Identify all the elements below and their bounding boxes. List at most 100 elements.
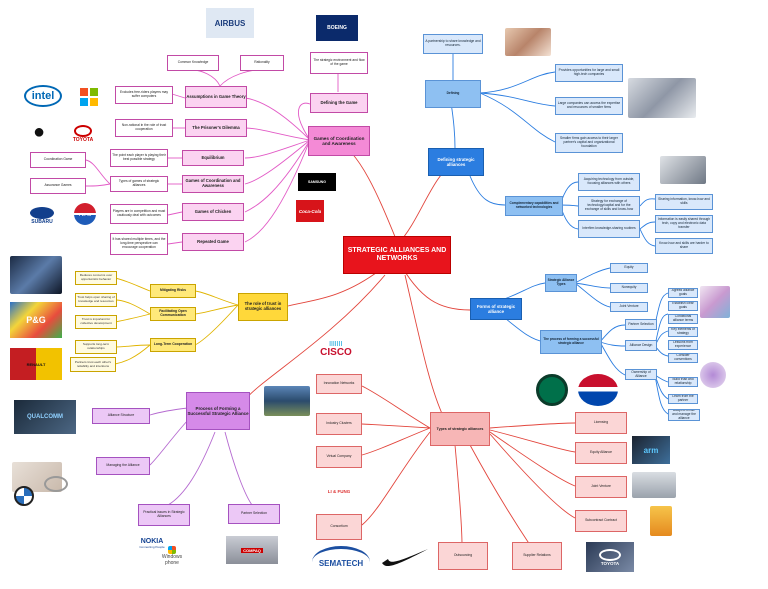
hands-stack-photo [505, 28, 551, 56]
sematech-logo: SEMATECH [312, 546, 370, 578]
substep-5: Lessons from experience [668, 340, 698, 350]
mitigating-risks-node[interactable]: Mitigating Risks [150, 284, 196, 298]
phone-photo [10, 256, 62, 294]
cocacola-logo-text: Coca-Cola [298, 208, 322, 214]
defining-bullet-2: Large companies can access the expertise… [555, 97, 623, 115]
alliance-structure-node[interactable]: Alliance Structure [92, 408, 150, 424]
trust-node[interactable]: The role of trust in strategic alliances [238, 293, 288, 321]
equity-alliance-node[interactable]: Equity Alliance [575, 442, 627, 464]
partner-selection-step[interactable]: Partner Selection [625, 319, 657, 330]
central-topic[interactable]: STRATEGIC ALLIANCES AND NETWORKS [343, 236, 451, 274]
innovation-networks-node[interactable]: Innovation Networks [316, 374, 362, 394]
virtual-company-node[interactable]: Virtual Company [316, 446, 362, 468]
forms-of-alliance-node[interactable]: Forms of strategic alliance [470, 298, 522, 320]
games-of-chicken-node[interactable]: Games of Chicken [182, 203, 244, 221]
facilitating-note-2: Trust is important for collective develo… [75, 315, 117, 329]
toyota-bottom-text: TOYOTA [600, 560, 620, 566]
defining-the-game-node[interactable]: Defining the Game [310, 93, 368, 113]
substep-4: Key elements of strategy [668, 327, 698, 337]
gca-node[interactable]: Games of Coordination and Awareness [182, 175, 244, 193]
type-joint-venture[interactable]: Joint Venture [610, 302, 648, 312]
substep-9: Adapt to revise and manage the alliance [668, 409, 700, 421]
defining-bullet-1: Provides opportunities for large and sma… [555, 64, 623, 82]
car-photo [632, 472, 676, 498]
rationality-node[interactable]: Rationality [240, 55, 284, 71]
substep-1: Agreed alliance goals [668, 288, 698, 298]
qualcomm-logo-text: QUALCOMM [27, 414, 63, 420]
substep-6: Consider conventions [668, 353, 698, 363]
samsung-logo: SAMSUNG [298, 173, 336, 191]
windows-phone-logo: Windows phone [152, 545, 192, 567]
process-forming-node[interactable]: Process of Forming a Successful Strategi… [186, 392, 250, 430]
partner-selection-node[interactable]: Partner Selection [228, 504, 280, 524]
long-term-node[interactable]: Long-Term Cooperation [150, 338, 196, 352]
renault-logo-text: RENAULT [26, 361, 46, 367]
sharing-bullet-3: Know-how and skills are harder to share [655, 238, 713, 254]
toyota-logo-text: TOYOTA [72, 137, 94, 143]
toyota-emblem-small [44, 476, 68, 492]
games-of-coordination-node[interactable]: Games of Coordination and Awareness [308, 126, 370, 156]
joint-venture-node[interactable]: Joint Venture [575, 476, 627, 498]
boeing-logo-text: BOEING [327, 25, 347, 31]
pepsi-globe-logo [578, 374, 618, 406]
airbus-logo: AIRBUS [206, 8, 254, 38]
defining-strategic-alliances-node[interactable]: Defining strategic alliances [428, 148, 484, 176]
long-term-note-1: Supports long-term relationships [75, 340, 117, 354]
lifung-logo: LI & FUNG [322, 485, 356, 497]
arm-logo-text: arm [643, 445, 659, 455]
sharing-bullet-2: Information is easily shared through tec… [655, 215, 713, 233]
managing-alliance-node[interactable]: Managing the Alliance [96, 457, 150, 475]
practical-issues-node[interactable]: Practical issues in Strategic Alliances [138, 504, 190, 526]
alliance-types-node[interactable]: Strategic Alliance Types [545, 274, 577, 292]
intel-logo-text: intel [31, 90, 55, 102]
airbus-logo-text: AIRBUS [214, 18, 246, 28]
cocacola-logo: Coca-Cola [296, 200, 324, 222]
repeated-game-node[interactable]: Repeated Game [182, 233, 244, 251]
supplier-relations-node[interactable]: Supplier Relations [512, 542, 562, 570]
facilitating-node[interactable]: Facilitating Open Communication [150, 307, 196, 321]
windows-text: Windows [161, 554, 183, 560]
industry-clusters-node[interactable]: Industry Clusters [316, 413, 362, 435]
outsourcing-node[interactable]: Outsourcing [438, 542, 488, 570]
renault-logo: RENAULT [10, 348, 62, 380]
alliance-design-step[interactable]: Alliance Design [625, 340, 657, 351]
nokia-logo-text: NOKIA [140, 537, 164, 545]
common-knowledge-node[interactable]: Common Knowledge [167, 55, 219, 71]
subcontract-node[interactable]: Subcontract Contract [575, 510, 627, 532]
licensing-node[interactable]: Licensing [575, 412, 627, 434]
cisco-logo-text: CISCO [320, 346, 352, 358]
coordination-game-node[interactable]: Coordination Game [30, 152, 86, 168]
defining-node[interactable]: Defining [425, 80, 481, 108]
mitigating-note: Reduces concerns over opportunistic beha… [75, 271, 117, 285]
subaru-logo: SUBARU [24, 205, 60, 227]
nike-swoosh-logo [380, 543, 430, 569]
facilitating-note-1: Trust helps open sharing of knowledge an… [75, 293, 117, 307]
type-nonequity[interactable]: Nonequity [610, 283, 648, 293]
business-meeting-photo [628, 78, 696, 118]
camera-photo [650, 506, 672, 536]
pg-logo-text: P&G [26, 315, 46, 325]
type-equity[interactable]: Equity [610, 263, 648, 273]
pg-logo: P&G [10, 302, 62, 338]
prisoners-dilemma-node[interactable]: The Prisoner's Dilemma [185, 119, 247, 137]
assumptions-node[interactable]: Assumptions in Game Theory [185, 86, 247, 108]
types-of-alliances-node[interactable]: Types of strategic alliances [430, 412, 490, 446]
ownership-step[interactable]: Ownership of Alliance [625, 369, 657, 380]
substep-3: Conditional alliance terms [668, 314, 698, 324]
handshake-photo-right [660, 156, 706, 184]
nokia-tagline: Connecting People [139, 544, 165, 549]
bmw-logo [14, 486, 34, 506]
nokia-logo: NOKIA Connecting People [130, 534, 174, 552]
equilibrium-node[interactable]: Equilibrium [182, 150, 244, 166]
repeated-game-note: It has shared multiple times, and the lo… [110, 233, 168, 255]
assurance-games-node[interactable]: Assurance Games [30, 178, 86, 194]
complementary-capabilities-node[interactable]: Complementary capabilities and networked… [505, 196, 563, 216]
compaq-logo-text: COMPAQ [241, 547, 263, 553]
consortium-node[interactable]: Consortium [316, 514, 362, 540]
chicken-note: Players are in competition and must caut… [110, 204, 168, 224]
assumptions-note: Excludes free-riders players may suffer … [115, 86, 173, 104]
complementary-bullet-1: Acquiring technology from outside, focus… [578, 173, 640, 191]
forming-process-node[interactable]: The process of forming a successful stra… [540, 330, 602, 354]
sematech-logo-text: SEMATECH [318, 559, 364, 568]
compaq-logo: COMPAQ [226, 536, 278, 564]
